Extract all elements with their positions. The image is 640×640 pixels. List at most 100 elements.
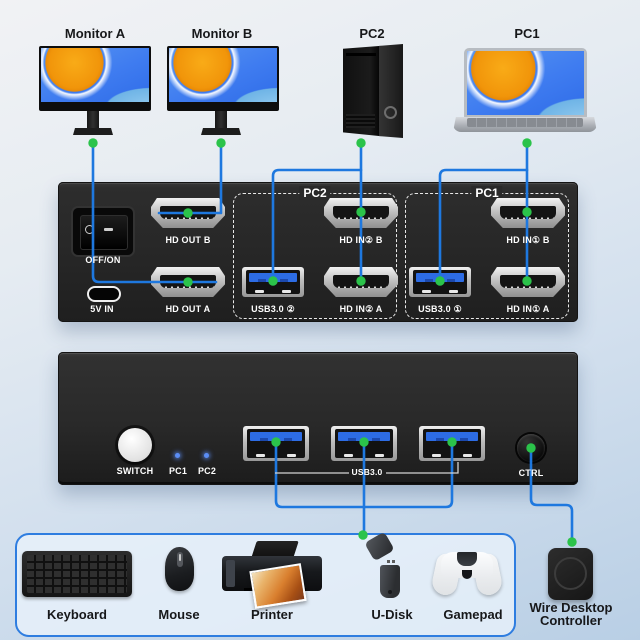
usb3-1-label: USB3.0 ①: [418, 304, 462, 314]
hdmi-slot: [500, 275, 556, 288]
monitor-a-label: Monitor A: [64, 26, 126, 41]
mouse-wheel: [178, 554, 181, 561]
printer-photo: [249, 563, 307, 609]
ctrl-port: [517, 434, 545, 462]
pc2-tower-drive-slot: [346, 53, 376, 56]
power-switch: [73, 208, 133, 255]
usb-pin: [282, 290, 291, 293]
monitor-a-stand: [87, 111, 99, 128]
udisk-lanyard-hole: [388, 590, 392, 594]
pc2-tower-vents: [346, 114, 375, 128]
monitor-a-screen: [41, 48, 149, 102]
printer-icon: [222, 541, 322, 609]
pc1-led: [175, 453, 180, 458]
pc1-laptop-display: [467, 51, 584, 115]
usb3-2-label: USB3.0 ②: [251, 304, 295, 314]
dc-in-label: 5V IN: [90, 304, 114, 314]
monitor-a-base: [73, 128, 113, 135]
pc1-laptop-base: [453, 117, 597, 132]
connection-dot: [88, 138, 98, 148]
usb-pin: [344, 454, 353, 457]
hd-out-a-label: HD OUT A: [165, 304, 211, 314]
keyboard-keys: [27, 555, 127, 593]
monitor-b-label: Monitor B: [191, 26, 253, 41]
pc1-label: PC1: [514, 26, 540, 41]
udisk-label: U-Disk: [371, 607, 413, 622]
hdmi-slot: [500, 206, 556, 219]
kvm-front-panel: SWITCH PC1 PC2 USB3.0 CTRL: [58, 352, 578, 485]
usb-pin: [449, 290, 458, 293]
controller-ring: [554, 557, 587, 590]
usb-pin: [422, 290, 431, 293]
monitor-a: [39, 46, 151, 111]
wire-desktop-controller-icon: [548, 548, 593, 600]
connection-dot: [216, 138, 226, 148]
gamepad-icon: [430, 547, 504, 598]
keyboard-icon: [22, 551, 132, 597]
usb-pin: [255, 290, 264, 293]
hdmi-slot: [160, 206, 216, 219]
printer-label: Printer: [251, 607, 293, 622]
switch-button: [118, 428, 152, 462]
usb-pin: [287, 454, 296, 457]
connection-dot: [522, 138, 532, 148]
hp-logo-icon: [384, 106, 397, 119]
usb-port-tongue: [338, 432, 390, 441]
usb-port-tongue: [249, 273, 297, 282]
connection-dot: [567, 537, 577, 547]
usb-port-tongue: [416, 273, 464, 282]
usb-port-tongue: [250, 432, 302, 441]
wire-desktop-controller-label: Wire Desktop Controller: [529, 600, 613, 628]
pc1-laptop-keyboard: [467, 118, 583, 127]
printer-side-panel: [226, 560, 235, 587]
front-usb-port-3: [419, 426, 485, 461]
hd-in1-b-label: HD IN① B: [506, 235, 550, 245]
hd-in2-b-label: HD IN② B: [339, 235, 383, 245]
front-usb-label: USB3.0: [351, 467, 383, 477]
hdmi-slot: [333, 206, 389, 219]
pc2-led: [204, 453, 209, 458]
usb-pin: [375, 454, 384, 457]
hd-in1-a-label: HD IN① A: [506, 304, 550, 314]
hdmi-slot: [333, 275, 389, 288]
hdmi-port-hd-in2-b: [324, 198, 398, 228]
dc-in-port: [87, 286, 121, 302]
power-on-symbol-icon: [104, 228, 113, 231]
power-off-symbol-icon: [85, 225, 94, 234]
keyboard-label: Keyboard: [47, 607, 107, 622]
usb3-port-2: [242, 267, 304, 297]
switch-label: SWITCH: [116, 466, 154, 476]
usb-pin: [256, 454, 265, 457]
gamepad-touchpad: [457, 552, 477, 566]
pc2-tower-side: [379, 44, 403, 138]
front-usb-port-2: [331, 426, 397, 461]
hdmi-port-hd-out-a: [151, 267, 225, 297]
hdmi-port-hd-in2-a: [324, 267, 398, 297]
hdmi-port-hd-in1-b: [491, 198, 565, 228]
gamepad-center-inlay: [462, 570, 472, 579]
monitor-b-base: [201, 128, 241, 135]
mouse-label: Mouse: [158, 607, 200, 622]
usb-port-tongue: [426, 432, 478, 441]
pc2-label: PC2: [359, 26, 385, 41]
usb-pin: [463, 454, 472, 457]
power-switch-label: OFF/ON: [85, 255, 121, 265]
pc2-tower: [343, 44, 403, 138]
usb3-port-1: [409, 267, 471, 297]
front-usb-port-1: [243, 426, 309, 461]
connection-dot: [356, 138, 366, 148]
pc1-led-label: PC1: [168, 466, 188, 476]
ctrl-label: CTRL: [518, 468, 544, 478]
udisk-body: [380, 565, 400, 598]
gamepad-label: Gamepad: [443, 607, 503, 622]
kvm-back-panel: OFF/ON 5V IN HD OUT B HD OUT A PC2 USB3.…: [58, 182, 578, 322]
pc2-led-label: PC2: [197, 466, 217, 476]
monitor-b: [167, 46, 279, 111]
udisk-connector: [384, 556, 397, 567]
monitor-b-screen: [169, 48, 277, 102]
monitor-b-stand: [215, 111, 227, 128]
hdmi-port-hd-in1-a: [491, 267, 565, 297]
hd-in2-a-label: HD IN② A: [339, 304, 383, 314]
mouse-icon: [165, 547, 194, 591]
